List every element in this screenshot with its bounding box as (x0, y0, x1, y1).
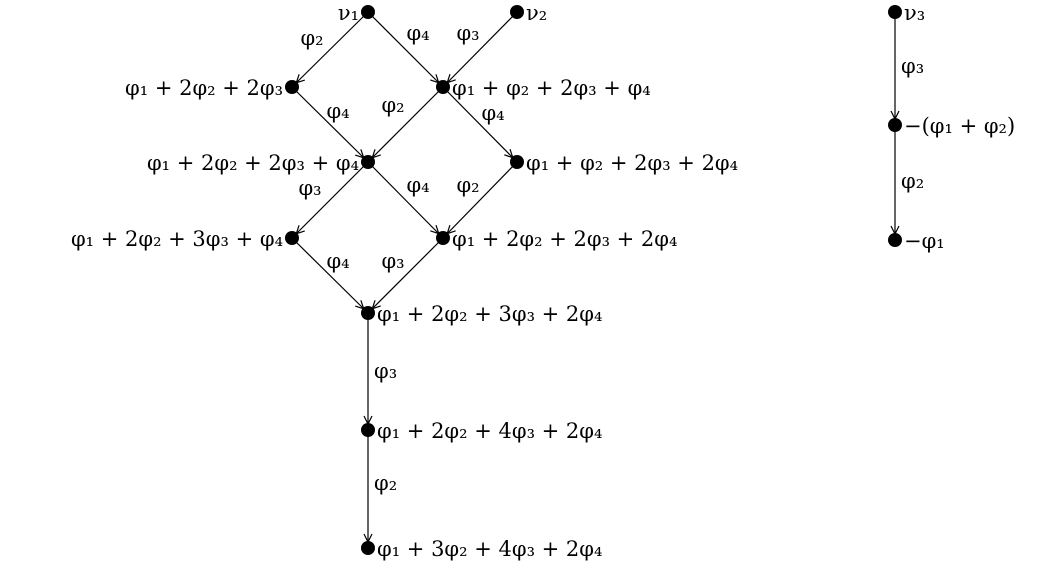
node-dot (361, 541, 375, 555)
edge-n6-n8: φ₂ (442, 161, 518, 239)
edge-label: φ₄ (326, 249, 349, 273)
edge-label: φ₄ (481, 101, 504, 125)
node-dot (888, 5, 902, 19)
edge-label: φ₃ (381, 249, 404, 273)
edges-layer: φ₂ φ₄ φ₃ φ₄ φ₂ φ₄ φ₃ φ₄ φ₂ φ₄ φ₃ φ₃ φ₂ φ₃ φ₂ (291, 11, 924, 548)
edge-n1-n4: φ₄ (367, 11, 444, 88)
edge-label: φ₄ (406, 21, 429, 45)
node-label: φ₁ + φ₂ + 2φ₃ + 2φ₄ (526, 151, 738, 175)
edge-label: φ₂ (901, 169, 924, 193)
node-n4: φ₁ + φ₂ + 2φ₃ + φ₄ (436, 76, 651, 100)
edge-line (291, 86, 369, 163)
edge-m1-m2: φ₃ (890, 12, 924, 125)
node-label: φ₁ + 2φ₂ + 2φ₃ + φ₄ (147, 151, 359, 175)
edge-label: φ₂ (381, 93, 404, 117)
edge-line (367, 86, 444, 163)
edge-n5-n8: φ₄ (367, 161, 444, 239)
edge-n10-n11: φ₂ (363, 430, 397, 548)
node-n7: φ₁ + 2φ₂ + 3φ₃ + φ₄ (71, 227, 299, 251)
edge-n5-n7: φ₃ (291, 161, 369, 239)
node-dot (888, 118, 902, 132)
node-n10: φ₁ + 2φ₂ + 4φ₃ + 2φ₄ (361, 419, 602, 443)
node-dot (888, 233, 902, 247)
node-n5: φ₁ + 2φ₂ + 2φ₃ + φ₄ (147, 151, 375, 175)
edge-line (367, 237, 444, 314)
edge-line (291, 237, 369, 314)
edge-label: φ₃ (901, 54, 924, 78)
edge-label: φ₂ (456, 173, 479, 197)
node-label: ν₃ (904, 1, 925, 25)
edge-label: φ₄ (406, 173, 429, 197)
edge-n1-n3: φ₂ (291, 11, 369, 88)
edge-label: φ₂ (374, 471, 397, 495)
edge-n8-n9: φ₃ (367, 237, 444, 314)
node-dot (361, 423, 375, 437)
node-label: −(φ₁ + φ₂) (904, 114, 1015, 138)
edge-line (367, 11, 444, 88)
edge-n9-n10: φ₃ (363, 313, 397, 430)
edge-n2-n4: φ₃ (442, 11, 518, 88)
node-dot (510, 155, 524, 169)
node-dot (361, 5, 375, 19)
node-dot (361, 306, 375, 320)
edge-n4-n6: φ₄ (442, 86, 518, 163)
node-label: −φ₁ (904, 229, 945, 253)
edge-m2-m3: φ₂ (890, 125, 924, 240)
node-label: φ₁ + 2φ₂ + 2φ₃ (125, 76, 283, 100)
node-label: φ₁ + 2φ₂ + 4φ₃ + 2φ₄ (377, 419, 602, 443)
edge-line (291, 11, 369, 88)
edge-label: φ₃ (456, 21, 479, 45)
node-label: φ₁ + 2φ₂ + 3φ₃ + φ₄ (71, 227, 283, 251)
node-m3: −φ₁ (888, 229, 945, 253)
node-n2: ν₂ (510, 1, 547, 25)
edge-label: φ₃ (374, 359, 397, 383)
node-n3: φ₁ + 2φ₂ + 2φ₃ (125, 76, 299, 100)
node-dot (436, 80, 450, 94)
node-m2: −(φ₁ + φ₂) (888, 114, 1015, 138)
edge-label: φ₄ (326, 99, 349, 123)
node-dot (285, 80, 299, 94)
edge-n7-n9: φ₄ (291, 237, 369, 314)
node-n1: ν₁ (338, 1, 375, 25)
node-label: φ₁ + 2φ₂ + 3φ₃ + 2φ₄ (377, 302, 602, 326)
edge-label: φ₃ (298, 176, 321, 200)
node-label: φ₁ + 3φ₂ + 4φ₃ + 2φ₄ (377, 537, 602, 561)
node-dot (285, 231, 299, 245)
node-label: ν₁ (338, 1, 359, 25)
edge-line (442, 86, 518, 163)
node-dot (436, 231, 450, 245)
node-n9: φ₁ + 2φ₂ + 3φ₃ + 2φ₄ (361, 302, 602, 326)
edge-line (442, 161, 518, 239)
node-m1: ν₃ (888, 1, 925, 25)
nodes-layer: ν₁ ν₂ φ₁ + 2φ₂ + 2φ₃ φ₁ + φ₂ + 2φ₃ + φ₄ φ₁ +… (71, 1, 1015, 561)
edge-line (442, 11, 518, 88)
node-n11: φ₁ + 3φ₂ + 4φ₃ + 2φ₄ (361, 537, 602, 561)
edge-line (291, 161, 369, 239)
edge-line (367, 161, 444, 239)
node-label: φ₁ + 2φ₂ + 2φ₃ + 2φ₄ (452, 227, 677, 251)
node-dot (361, 155, 375, 169)
node-label: ν₂ (526, 1, 547, 25)
node-n6: φ₁ + φ₂ + 2φ₃ + 2φ₄ (510, 151, 738, 175)
node-dot (510, 5, 524, 19)
edge-label: φ₂ (300, 26, 323, 50)
node-label: φ₁ + φ₂ + 2φ₃ + φ₄ (452, 76, 651, 100)
edge-n4-n5: φ₂ (367, 86, 444, 163)
node-n8: φ₁ + 2φ₂ + 2φ₃ + 2φ₄ (436, 227, 677, 251)
